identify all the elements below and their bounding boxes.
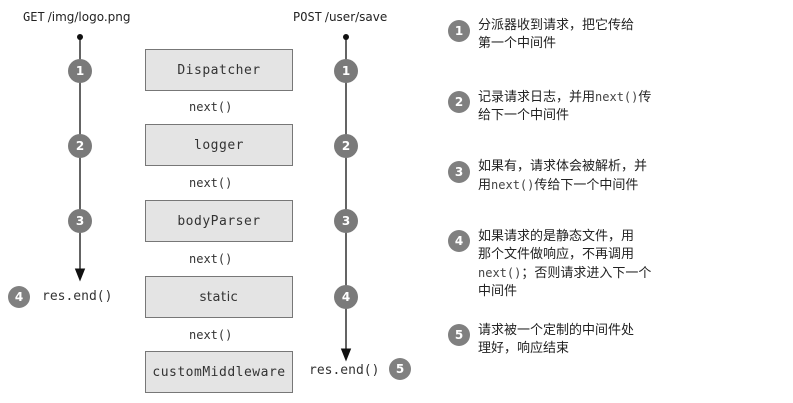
note-5: 请求被一个定制的中间件处 理好，响应结束 [478,322,728,358]
note-1: 分派器收到请求，把它传给 第一个中间件 [478,17,728,53]
note-text: 传给下一个中间件 [534,178,639,193]
post-step-badge: 3 [334,209,358,233]
note-text: 请求被一个定制的中间件处 [478,323,635,338]
note-badge: 3 [448,161,470,183]
note-text: 如果请求的是静态文件，用 [478,229,635,244]
note-text: 用 [478,178,492,193]
post-step-badge: 4 [334,285,358,309]
note-text: 如果有，请求体会被解析，并 [478,159,648,174]
get-end-label: res.end() [42,289,113,304]
get-end-step-badge: 4 [8,286,30,308]
next-call-label: next() [189,176,233,190]
post-step-badge: 2 [334,134,358,158]
note-badge: 4 [448,230,470,252]
get-method: GET [23,10,45,24]
note-2: 记录请求日志，并用next()传 给下一个中间件 [478,88,728,125]
post-end-label: res.end() [309,363,380,378]
next-call-label: next() [189,100,233,114]
next-call-label: next() [189,252,233,266]
note-code: next() [595,90,639,104]
middleware-box-dispatcher: Dispatcher [145,49,293,91]
note-text: 分派器收到请求，把它传给 [478,18,635,33]
post-request-label: POST /user/save [293,10,387,25]
post-step-badge: 1 [334,59,358,83]
get-step-badge: 3 [68,209,92,233]
note-text: 传 [638,90,652,105]
post-method: POST [293,10,322,24]
note-code: next() [478,266,522,280]
middleware-box-static: static [145,276,293,318]
get-request-label: GET /img/logo.png [23,10,131,25]
note-3: 如果有，请求体会被解析，并 用next()传给下一个中间件 [478,158,728,195]
note-text: 中间件 [478,284,518,299]
post-end-step-badge: 5 [389,358,411,380]
note-text: 第一个中间件 [478,36,557,51]
note-text: 给下一个中间件 [478,108,570,123]
note-text: ；否则请求进入下一个 [521,266,652,281]
note-badge: 2 [448,91,470,113]
note-text: 记录请求日志，并用 [478,90,596,105]
get-step-badge: 2 [68,134,92,158]
get-request-start-dot [77,34,83,40]
post-request-start-dot [343,34,349,40]
next-call-label: next() [189,328,233,342]
note-badge: 1 [448,20,470,42]
middleware-box-custom: customMiddleware [145,351,293,393]
note-text: 理好，响应结束 [478,341,570,356]
middleware-box-bodyparser: bodyParser [145,200,293,242]
get-path: /img/logo.png [47,10,131,24]
note-4: 如果请求的是静态文件，用 那个文件做响应，不再调用 next()；否则请求进入下… [478,228,728,301]
note-code: next() [491,178,535,192]
note-text: 那个文件做响应，不再调用 [478,247,635,262]
get-step-badge: 1 [68,59,92,83]
post-path: /user/save [324,10,388,24]
middleware-box-logger: logger [145,124,293,166]
note-badge: 5 [448,324,470,346]
